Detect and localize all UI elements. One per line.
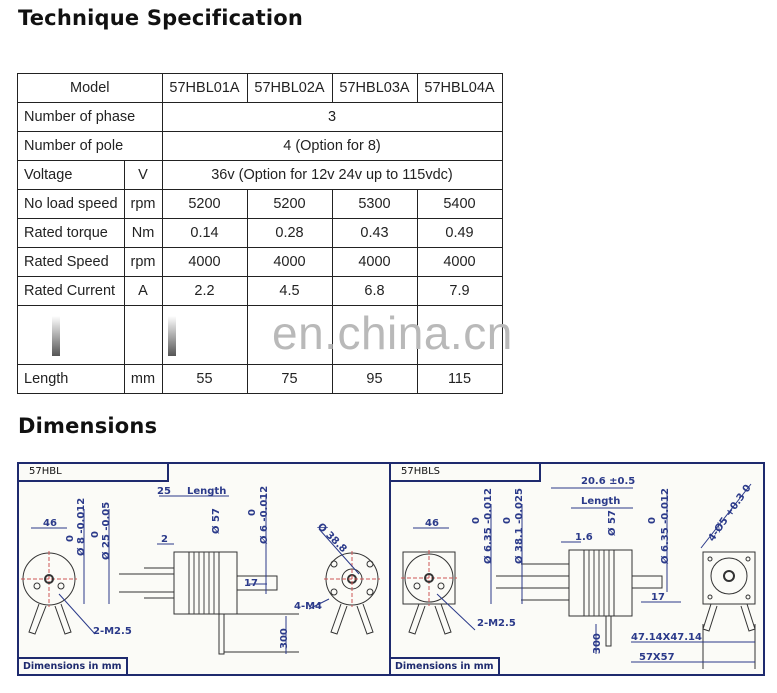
row-value: 4000 bbox=[416, 247, 503, 277]
row-value: 5200 bbox=[161, 189, 248, 219]
svg-text:2-M2.5: 2-M2.5 bbox=[93, 626, 132, 637]
section-title-dimensions: Dimensions bbox=[18, 414, 158, 438]
svg-text:0: 0 bbox=[90, 531, 101, 538]
drawing-57hbls: 46 20.6 ±0.5 Length 1.6 17 2-M2.5 47.14X… bbox=[389, 462, 765, 676]
table-row: Rated Current A 2.2 4.5 6.8 7.9 bbox=[17, 276, 503, 306]
smudge-decoration bbox=[168, 316, 176, 356]
svg-text:Ø 6.35 -0.012: Ø 6.35 -0.012 bbox=[482, 488, 494, 564]
drawing-footer: Dimensions in mm bbox=[19, 657, 128, 674]
row-unit: mm bbox=[123, 364, 163, 394]
row-unit: V bbox=[123, 160, 163, 190]
row-label: Voltage bbox=[17, 160, 125, 190]
row-label: Number of phase bbox=[17, 102, 163, 132]
svg-text:25: 25 bbox=[157, 486, 171, 497]
row-value: 4000 bbox=[331, 247, 418, 277]
row-label: Number of pole bbox=[17, 131, 163, 161]
row-value: 5300 bbox=[331, 189, 418, 219]
table-row: No load speed rpm 5200 5200 5300 5400 bbox=[17, 189, 503, 219]
svg-text:2-M2.5: 2-M2.5 bbox=[477, 618, 516, 629]
row-value: 7.9 bbox=[416, 276, 503, 306]
svg-text:300: 300 bbox=[592, 633, 603, 654]
svg-text:Ø 6 -0.012: Ø 6 -0.012 bbox=[258, 486, 270, 544]
row-value: 0.43 bbox=[331, 218, 418, 248]
row-value: 4.5 bbox=[246, 276, 333, 306]
row-value: 36v (Option for 12v 24v up to 115vdc) bbox=[161, 160, 503, 190]
row-unit: A bbox=[123, 276, 163, 306]
svg-text:4-M4: 4-M4 bbox=[294, 601, 322, 612]
table-row: Rated Speed rpm 4000 4000 4000 4000 bbox=[17, 247, 503, 277]
row-unit: Nm bbox=[123, 218, 163, 248]
svg-text:Ø 57: Ø 57 bbox=[210, 508, 222, 534]
row-unit: rpm bbox=[123, 247, 163, 277]
svg-text:0: 0 bbox=[471, 517, 482, 524]
row-value: 6.8 bbox=[331, 276, 418, 306]
row-value: 5200 bbox=[246, 189, 333, 219]
svg-text:Ø 25 -0.05: Ø 25 -0.05 bbox=[100, 502, 112, 560]
row-value: 3 bbox=[161, 102, 503, 132]
svg-text:2: 2 bbox=[161, 534, 168, 545]
row-label: Rated Speed bbox=[17, 247, 125, 277]
svg-text:20.6 ±0.5: 20.6 ±0.5 bbox=[581, 476, 635, 487]
row-unit: rpm bbox=[123, 189, 163, 219]
row-value: 4 (Option for 8) bbox=[161, 131, 503, 161]
svg-text:1.6: 1.6 bbox=[575, 532, 593, 543]
svg-text:46: 46 bbox=[425, 518, 439, 529]
svg-text:Length: Length bbox=[187, 486, 226, 497]
row-value: 0.14 bbox=[161, 218, 248, 248]
table-row: Number of phase 3 bbox=[17, 102, 503, 132]
row-label: Length bbox=[17, 364, 125, 394]
row-value: 4000 bbox=[161, 247, 248, 277]
motor-drawing-icon: 46 20.6 ±0.5 Length 1.6 17 2-M2.5 47.14X… bbox=[401, 476, 756, 669]
svg-text:17: 17 bbox=[244, 578, 258, 589]
svg-text:Ø 8 -0.012: Ø 8 -0.012 bbox=[75, 498, 87, 556]
table-row: Voltage V 36v (Option for 12v 24v up to … bbox=[17, 160, 503, 190]
motor-drawing-icon: 46 25 Length 2 17 2-M2.5 4-M4 Ø 8 -0.012… bbox=[21, 486, 380, 655]
row-value: 55 bbox=[161, 364, 248, 394]
svg-text:46: 46 bbox=[43, 518, 57, 529]
svg-text:Length: Length bbox=[581, 496, 620, 507]
row-value: 2.2 bbox=[161, 276, 248, 306]
row-value: 95 bbox=[331, 364, 418, 394]
header-model: 57HBL01A bbox=[161, 73, 248, 103]
row-value: 115 bbox=[416, 364, 503, 394]
svg-text:0: 0 bbox=[647, 517, 658, 524]
table-row: Number of pole 4 (Option for 8) bbox=[17, 131, 503, 161]
row-value: 4000 bbox=[246, 247, 333, 277]
page-title-spec: Technique Specification bbox=[18, 6, 304, 30]
drawing-tag: 57HBLS bbox=[391, 464, 541, 482]
header-label: Model bbox=[17, 73, 163, 103]
svg-text:Ø 38.8: Ø 38.8 bbox=[315, 521, 349, 555]
svg-text:0: 0 bbox=[247, 509, 258, 516]
svg-text:47.14X47.14: 47.14X47.14 bbox=[631, 632, 702, 643]
svg-text:300: 300 bbox=[279, 628, 290, 649]
svg-text:Ø 6.35 -0.012: Ø 6.35 -0.012 bbox=[659, 488, 671, 564]
drawing-tag: 57HBL bbox=[19, 464, 169, 482]
header-model: 57HBL04A bbox=[416, 73, 503, 103]
drawing-57hbl: 46 25 Length 2 17 2-M2.5 4-M4 Ø 8 -0.012… bbox=[17, 462, 391, 676]
row-label: Rated torque bbox=[17, 218, 125, 248]
row-label: Rated Current bbox=[17, 276, 125, 306]
smudge-decoration bbox=[52, 316, 60, 356]
svg-text:0: 0 bbox=[65, 535, 76, 542]
row-value: 5400 bbox=[416, 189, 503, 219]
svg-text:0: 0 bbox=[502, 517, 513, 524]
watermark: en.china.cn bbox=[272, 307, 513, 359]
drawing-footer: Dimensions in mm bbox=[391, 657, 500, 674]
svg-text:4-Ø5 +0.3 0: 4-Ø5 +0.3 0 bbox=[706, 482, 754, 543]
row-value: 0.28 bbox=[246, 218, 333, 248]
table-row: Length mm 55 75 95 115 bbox=[17, 364, 503, 394]
row-value: 75 bbox=[246, 364, 333, 394]
table-row: Rated torque Nm 0.14 0.28 0.43 0.49 bbox=[17, 218, 503, 248]
row-value: 0.49 bbox=[416, 218, 503, 248]
row-label: No load speed bbox=[17, 189, 125, 219]
header-model: 57HBL02A bbox=[246, 73, 333, 103]
svg-text:Ø 38.1 -0.025: Ø 38.1 -0.025 bbox=[513, 488, 525, 564]
svg-text:57X57: 57X57 bbox=[639, 652, 675, 663]
header-model: 57HBL03A bbox=[331, 73, 418, 103]
table-header-row: Model 57HBL01A 57HBL02A 57HBL03A 57HBL04… bbox=[17, 73, 503, 103]
svg-text:Ø 57: Ø 57 bbox=[606, 510, 618, 536]
svg-text:17: 17 bbox=[651, 592, 665, 603]
